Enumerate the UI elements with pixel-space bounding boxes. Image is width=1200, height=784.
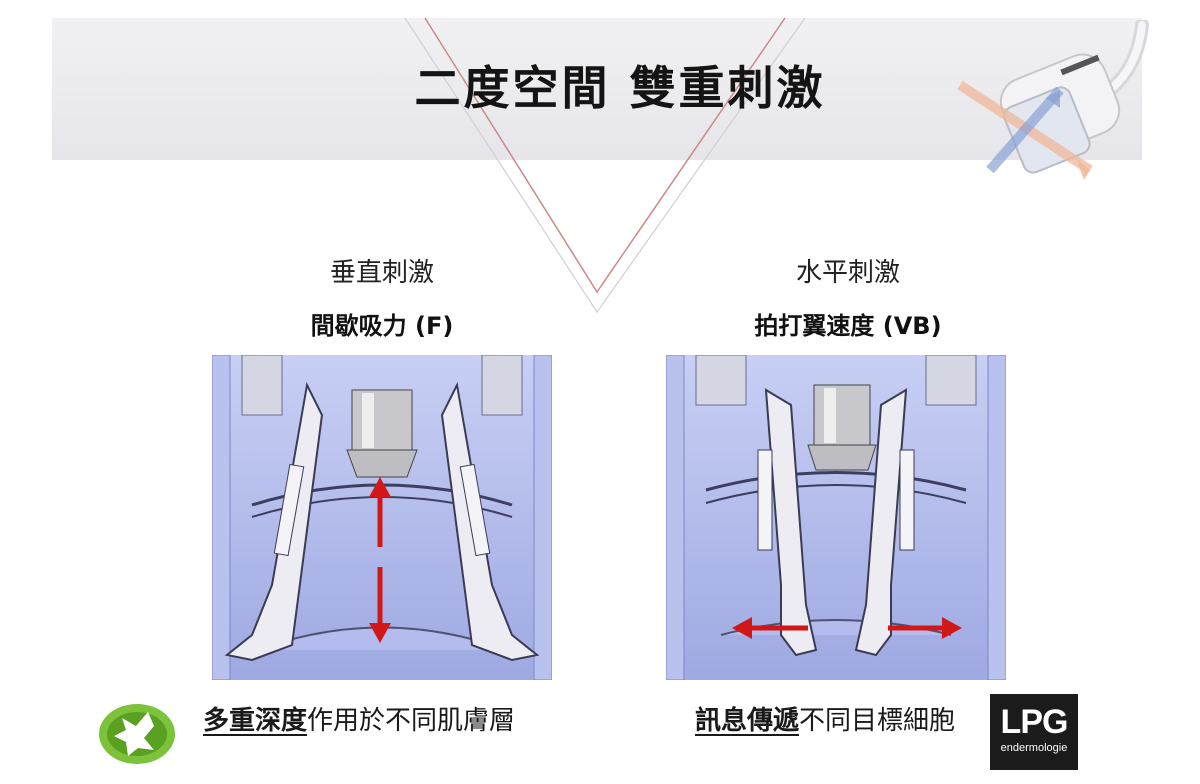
left-subheading: 間歇吸力 (F)	[310, 312, 454, 340]
vertical-arrow	[369, 477, 391, 643]
lpg-logo-mark: LPG	[1000, 703, 1069, 741]
left-heading: 垂直刺激	[329, 258, 434, 288]
green-brand-logo	[99, 704, 175, 764]
lpg-logo-subtext: endermologie	[1000, 742, 1068, 754]
right-heading: 水平刺激	[795, 258, 900, 288]
right-caption-text: 不同目標細胞	[799, 706, 956, 736]
device-head-image	[957, 20, 1149, 180]
vertical-stimulation-diagram	[212, 355, 552, 680]
right-subheading: 拍打翼速度 (VB)	[754, 312, 942, 340]
left-caption: 多重深度作用於不同肌膚層	[203, 700, 515, 737]
left-caption-text: 作用於不同肌膚層	[307, 706, 516, 736]
horizontal-arrows	[732, 617, 962, 639]
right-caption: 訊息傳遞不同目標細胞	[695, 700, 955, 737]
horizontal-stimulation-diagram	[666, 355, 1006, 680]
lpg-logo: LPG endermologie	[990, 694, 1078, 770]
left-caption-emphasis: 多重深度	[203, 706, 308, 736]
right-caption-emphasis: 訊息傳遞	[695, 706, 800, 736]
slide-title: 二度空間 雙重刺激	[414, 61, 826, 115]
